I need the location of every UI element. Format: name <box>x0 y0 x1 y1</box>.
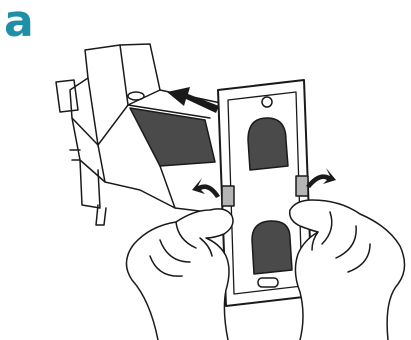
doorbell-device <box>55 43 233 226</box>
arrow-left-icon <box>167 87 219 113</box>
left-hand <box>125 208 234 340</box>
curved-arrow-left-icon <box>192 178 220 198</box>
mounting-bracket <box>217 79 313 307</box>
right-hand <box>288 199 406 340</box>
curved-arrow-right-icon <box>306 168 336 188</box>
step-label: a <box>4 0 34 47</box>
